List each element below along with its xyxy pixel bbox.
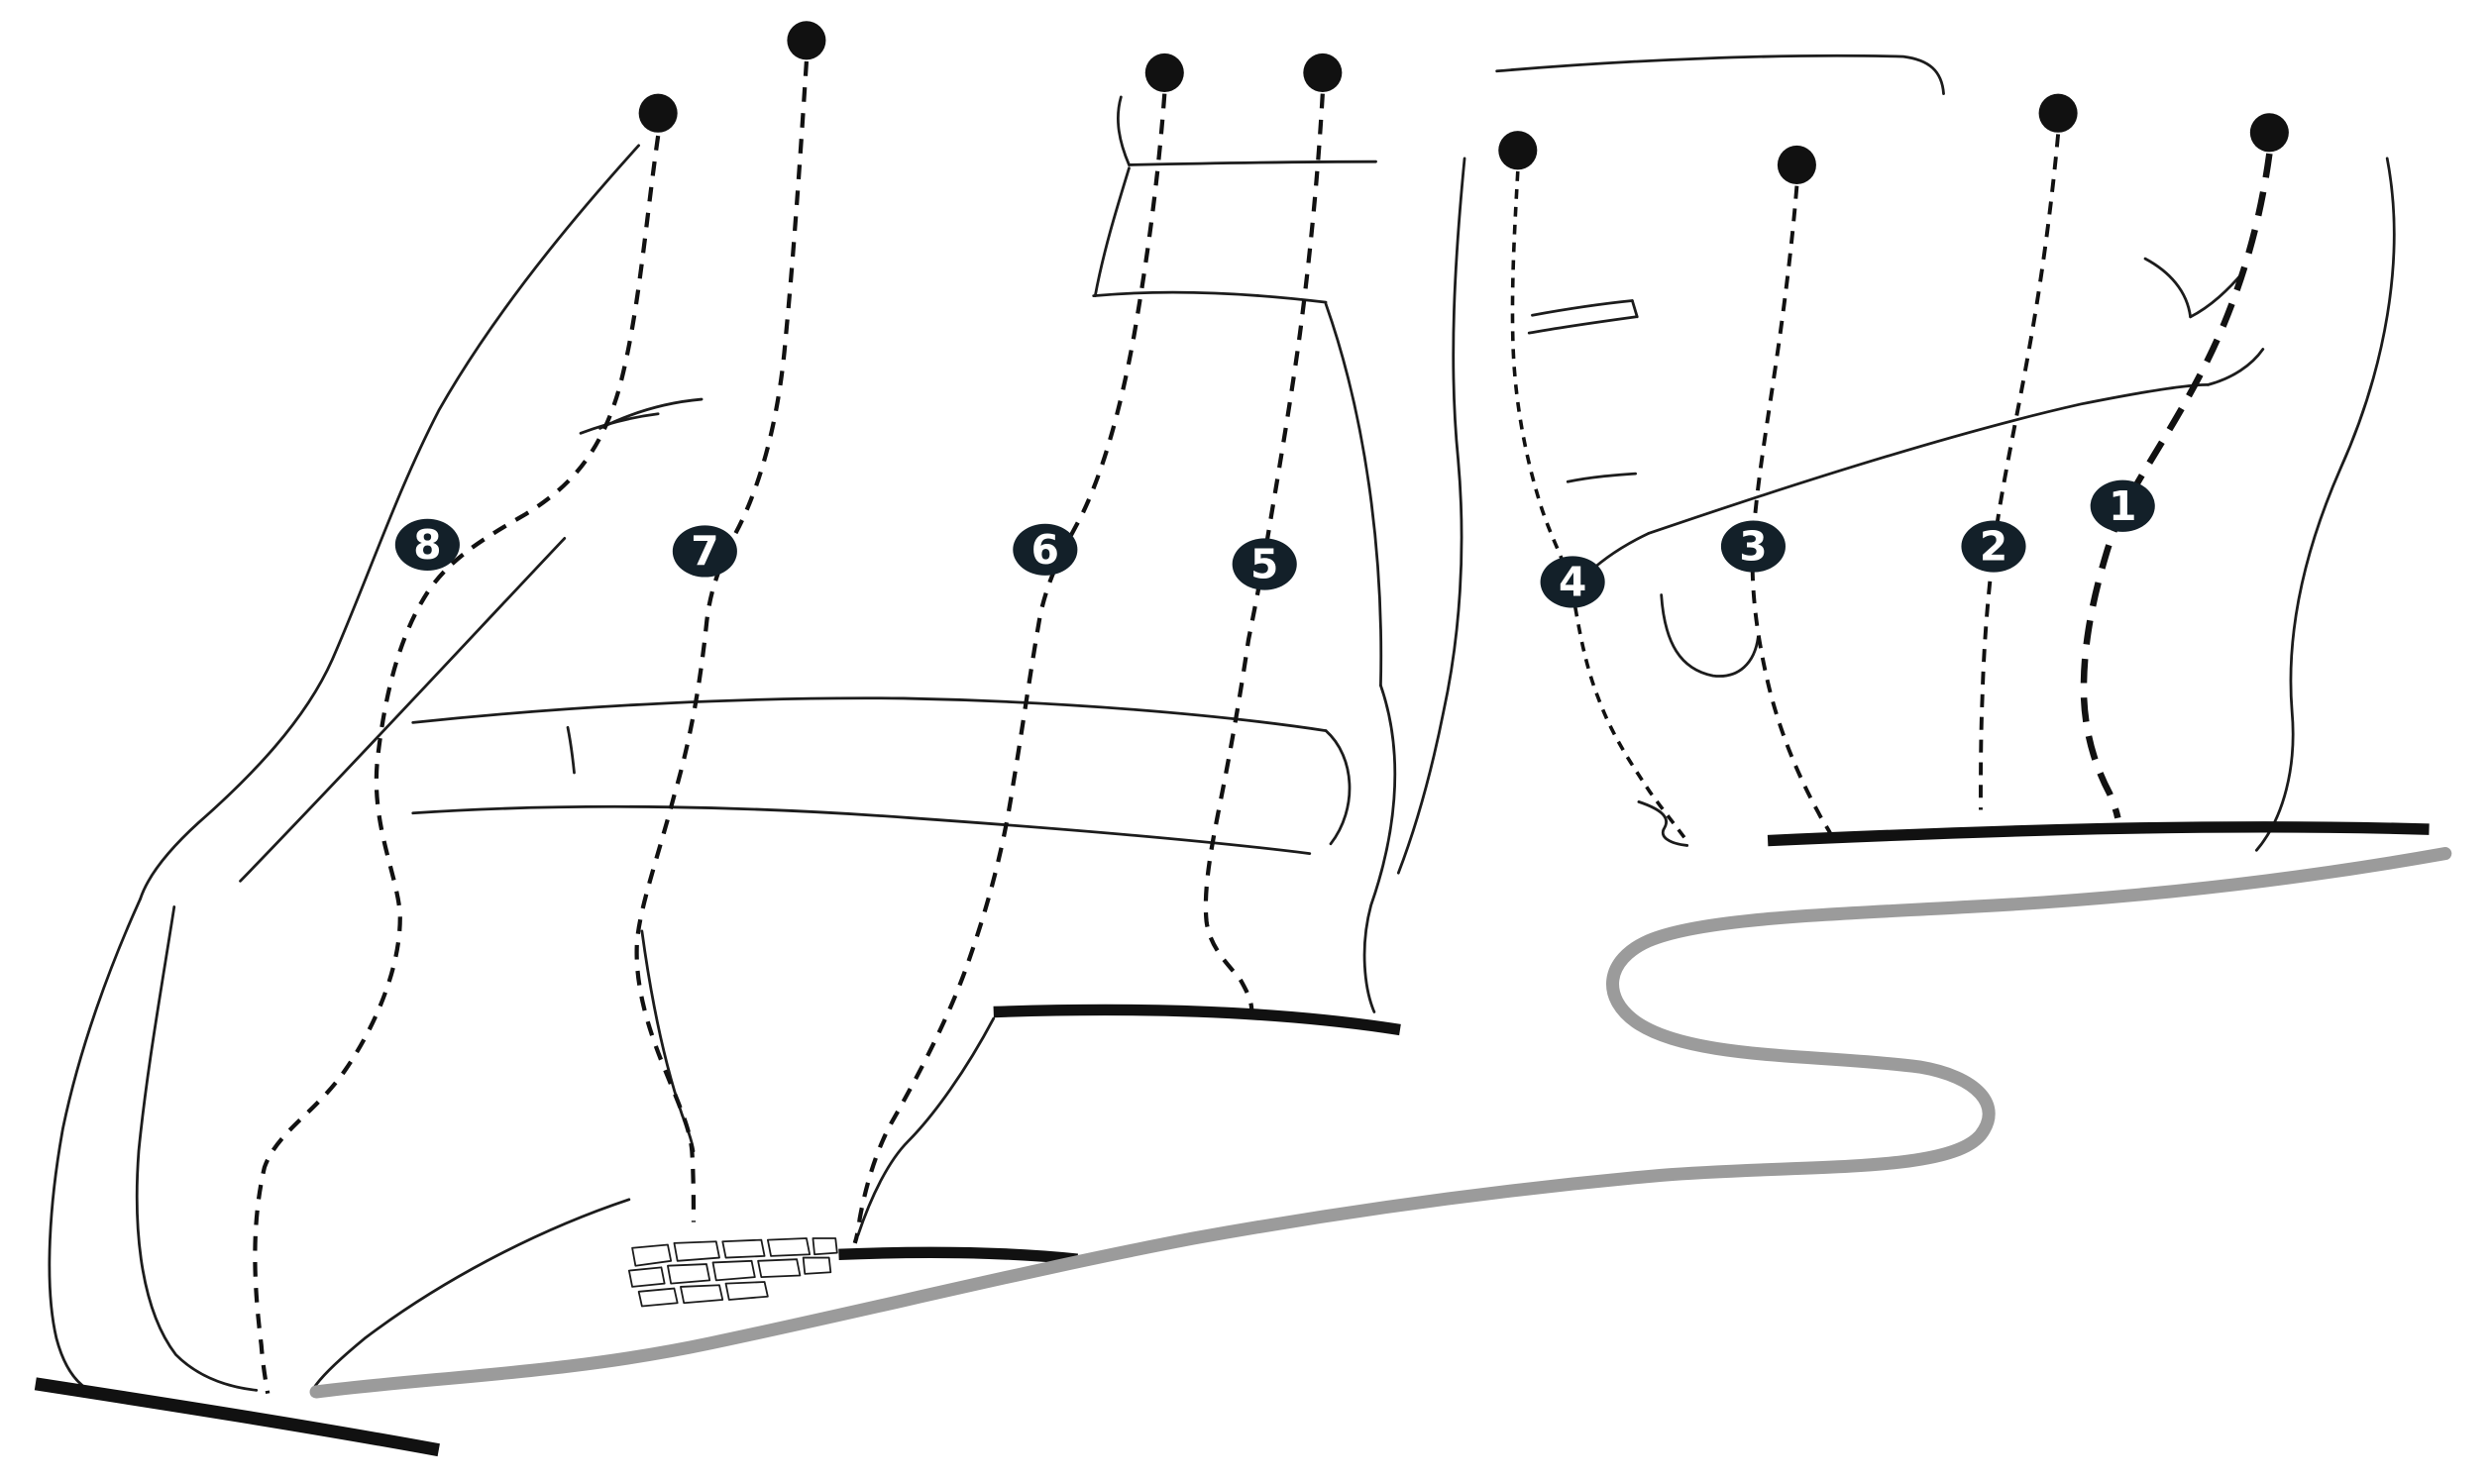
- top-middle-lower-bar: [1092, 290, 1328, 304]
- routes-layer: 1 2 3 4 5: [253, 21, 2289, 1394]
- bottom-left-ledge: [34, 1377, 440, 1457]
- route-7-group: 7: [634, 21, 826, 1222]
- route-8-number-label: 8: [413, 521, 441, 569]
- right-base-ledge: [1767, 821, 2430, 847]
- route-5-line: [1203, 93, 1325, 1010]
- route-6-line: [852, 93, 1167, 1244]
- stonewall-to-bottom-left: [313, 1198, 631, 1389]
- route-8-number-badge: [394, 518, 460, 572]
- route-3-number-badge: [1720, 520, 1787, 573]
- route-6-group: 6: [852, 53, 1184, 1244]
- route-4-anchor-dot: [1498, 131, 1538, 170]
- right-ledge-shape-c: [1630, 299, 1639, 319]
- route-4-number-badge: [1540, 556, 1605, 608]
- route-1-number-badge: [2090, 479, 2155, 532]
- route-3-line: [1750, 185, 1833, 835]
- route-2-group: 2: [1961, 93, 2078, 810]
- stonewall-ledge: [838, 1246, 1078, 1265]
- route-2-anchor-dot: [2038, 93, 2078, 133]
- right-outer-edge: [2254, 157, 2396, 852]
- stone-block: [766, 1237, 812, 1257]
- middle-ledge: [993, 1004, 1401, 1036]
- route-4-number-label: 4: [1559, 558, 1586, 605]
- route-1-line: [2080, 153, 2273, 819]
- route-2-number-label: 2: [1980, 523, 2007, 571]
- route7-lower-solid: [640, 929, 696, 1153]
- route-5-anchor-dot: [1303, 53, 1343, 93]
- route-8-line: [253, 135, 661, 1394]
- mid-band-lower: [411, 804, 1312, 855]
- stone-block: [637, 1287, 679, 1308]
- crack-fork-b: [598, 397, 704, 430]
- stone-block: [680, 1284, 724, 1305]
- route-2-number-badge: [1961, 520, 2026, 573]
- hook-under-badge-3: [1660, 593, 1760, 678]
- route-4-line: [1510, 170, 1687, 840]
- route-7-number-badge: [672, 525, 737, 578]
- route-1-anchor-dot: [2249, 113, 2289, 153]
- left-upper-edge: [139, 144, 641, 901]
- route1-crag-b: [2189, 269, 2245, 319]
- right-small-line: [1566, 472, 1638, 483]
- ledge-lines-layer: [34, 821, 2430, 1457]
- right-ridge-diagonal: [1647, 382, 2210, 535]
- approach-trail-line: [309, 847, 2452, 1399]
- route-8-anchor-dot: [638, 93, 678, 133]
- stone-block: [627, 1266, 666, 1288]
- route-8-group: 8: [253, 93, 678, 1394]
- ridge-right-tail: [2207, 348, 2265, 386]
- route-5-number-badge: [1232, 538, 1297, 590]
- top-middle-bar: [1128, 159, 1377, 166]
- top-middle-upper-hook: [1117, 95, 1131, 166]
- left-lower-outer-edge: [48, 897, 143, 1387]
- mid-band-right-closure: [1324, 729, 1352, 846]
- route-1-group: 1: [2080, 113, 2289, 819]
- mid-band-upper: [411, 696, 1328, 732]
- right-left-edge: [1396, 157, 1466, 875]
- stone-block: [667, 1263, 711, 1285]
- route-3-number-label: 3: [1739, 523, 1767, 571]
- route-6-number-badge: [1013, 523, 1078, 576]
- right-top-bar: [1495, 53, 1945, 96]
- stone-block: [724, 1281, 769, 1301]
- mid-right-lower-curve: [1362, 684, 1397, 1013]
- route1-crag-a: [2143, 257, 2192, 319]
- stone-block: [721, 1238, 766, 1259]
- route-1-number-label: 1: [2109, 482, 2136, 530]
- route-4-group: 4: [1498, 131, 1687, 840]
- below-mid-ledge-left: [856, 1016, 996, 1237]
- stone-block: [673, 1240, 720, 1262]
- crack-fork-a: [579, 412, 660, 435]
- route-2-line: [1979, 134, 2061, 810]
- diagonal-under-badge-8: [239, 537, 567, 883]
- rock-outline-layer: [48, 53, 2396, 1392]
- stone-wall-layer: [627, 1237, 838, 1308]
- stone-block: [631, 1243, 673, 1267]
- route-6-anchor-dot: [1144, 53, 1184, 93]
- route-7-anchor-dot: [787, 21, 826, 60]
- route4-bottom-squiggle: [1637, 799, 1689, 847]
- route-7-number-label: 7: [691, 527, 718, 575]
- route-3-group: 3: [1720, 145, 1833, 835]
- stone-block: [802, 1256, 832, 1275]
- stone-block: [812, 1237, 838, 1256]
- route-3-anchor-dot: [1777, 145, 1816, 185]
- stone-block: [757, 1258, 802, 1279]
- stone-block: [711, 1259, 756, 1282]
- mid-band-connector: [566, 725, 576, 775]
- route-7-line: [634, 60, 810, 1222]
- right-ledge-shape-a: [1527, 315, 1638, 335]
- route-6-number-label: 6: [1031, 526, 1059, 574]
- route-5-group: 5: [1203, 53, 1343, 1010]
- route-5-number-label: 5: [1250, 540, 1278, 587]
- left-lower-inner-edge: [135, 905, 259, 1392]
- right-ledge-shape-b: [1531, 299, 1634, 317]
- mid-right-long-edge: [1324, 302, 1383, 688]
- top-middle-left-connector: [1093, 166, 1131, 298]
